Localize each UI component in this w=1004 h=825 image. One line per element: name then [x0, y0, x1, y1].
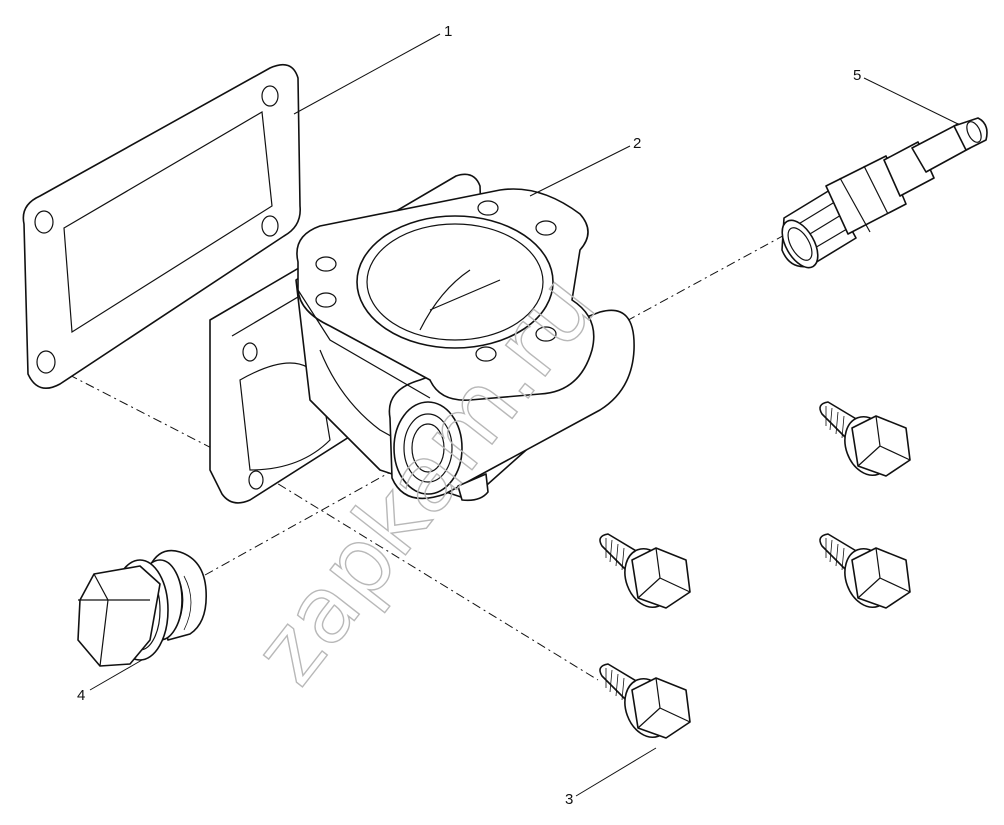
bolt-middle-left	[599, 533, 691, 609]
bolt-upper-right	[819, 401, 911, 477]
bolt-lower-part-3	[599, 663, 691, 739]
thermostat-housing-part-2	[209, 173, 635, 504]
callout-2: 2	[633, 135, 641, 152]
callout-5: 5	[853, 67, 861, 84]
plug-part-4	[77, 549, 207, 667]
gasket-part-1	[22, 63, 301, 390]
callout-4: 4	[77, 687, 85, 704]
bolt-middle-right	[819, 533, 911, 609]
callout-3: 3	[565, 791, 573, 808]
leader-lines	[89, 33, 959, 797]
temperature-sensor-part-5	[781, 117, 988, 269]
callout-1: 1	[444, 23, 452, 40]
